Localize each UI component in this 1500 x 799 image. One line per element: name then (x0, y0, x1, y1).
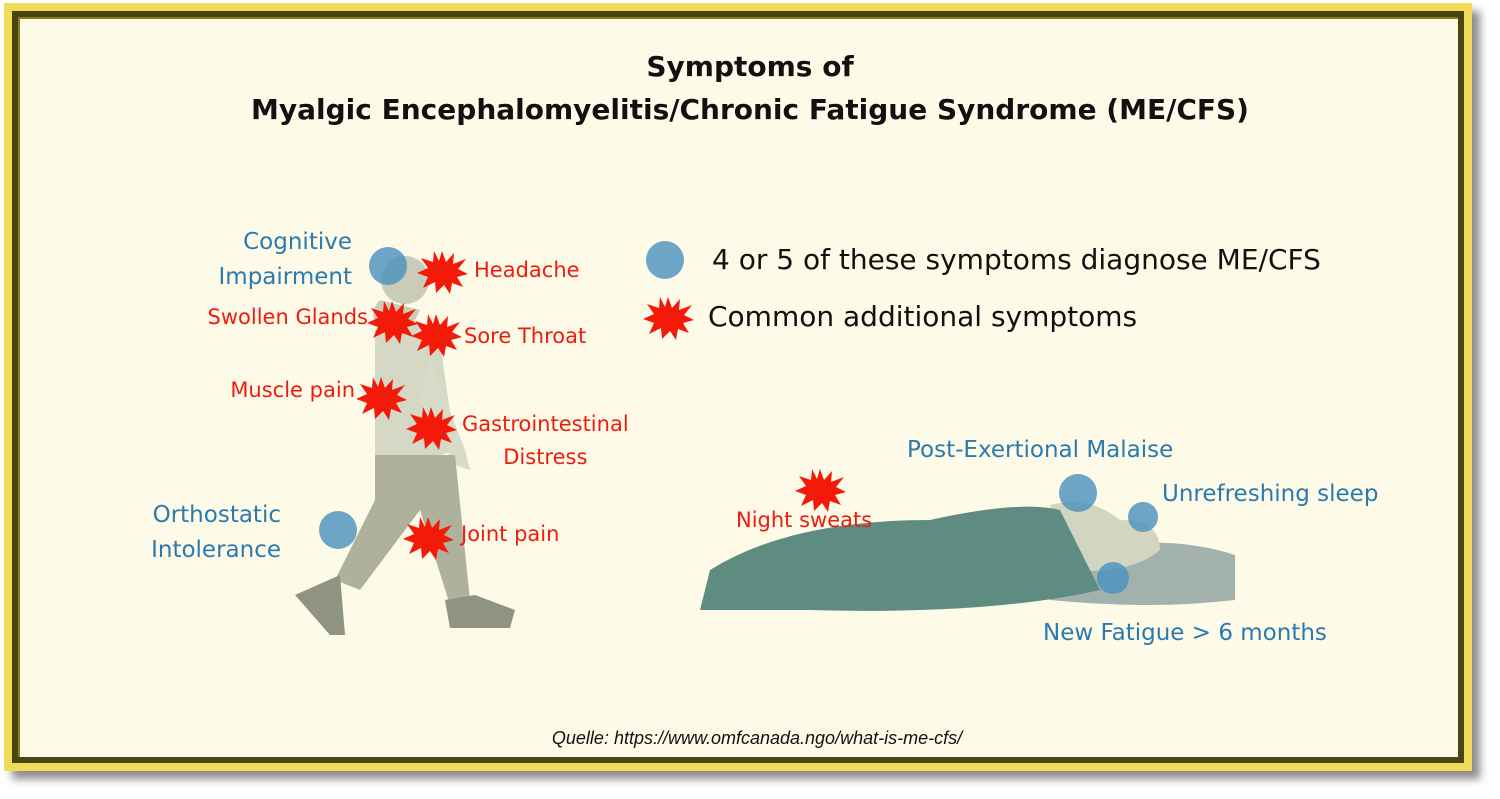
legend-diagnostic-text: 4 or 5 of these symptoms diagnose ME/CFS (712, 243, 1321, 276)
headache-label: Headache (474, 258, 580, 282)
orthostatic-label-line2: Intolerance (151, 537, 281, 563)
fatigue-label: New Fatigue > 6 months (1043, 620, 1327, 646)
joint-label: Joint pain (461, 522, 560, 546)
gi-label: Gastrointestinal Distress (462, 408, 629, 474)
glands-label: Swollen Glands (207, 305, 368, 329)
gi-label-line1: Gastrointestinal (462, 412, 629, 436)
night-label: Night sweats (736, 508, 873, 532)
pem-circle-icon (1059, 474, 1097, 512)
title-line-2: Myalgic Encephalomyelitis/Chronic Fatigu… (251, 93, 1249, 126)
fatigue-circle-icon (1097, 562, 1129, 594)
gi-star-icon (405, 405, 457, 451)
cognitive-label-line2: Impairment (218, 264, 352, 290)
orthostatic-label: Orthostatic Intolerance (151, 498, 281, 568)
infographic-panel (12, 11, 1464, 763)
throat-label: Sore Throat (464, 324, 587, 348)
sleep-circle-icon (1128, 502, 1158, 532)
title-line-1: Symptoms of (646, 50, 854, 83)
legend-additional-text: Common additional symptoms (708, 300, 1138, 333)
orthostatic-label-line1: Orthostatic (152, 502, 281, 528)
cognitive-label-line1: Cognitive (243, 229, 352, 255)
pem-label: Post-Exertional Malaise (907, 437, 1174, 463)
muscle-star-icon (355, 375, 407, 421)
legend-circle-icon (646, 241, 684, 279)
orthostatic-circle-icon (319, 511, 357, 549)
lying-person-figure (700, 502, 1235, 611)
muscle-label: Muscle pain (230, 378, 355, 402)
legend-star-icon (642, 295, 694, 341)
sleep-label: Unrefreshing sleep (1162, 481, 1379, 507)
cognitive-label: Cognitive Impairment (219, 225, 352, 295)
cognitive-circle-icon (369, 247, 407, 285)
frame-border (4, 3, 1472, 771)
throat-star-icon (410, 312, 462, 358)
joint-star-icon (402, 515, 454, 561)
gi-label-line2: Distress (503, 445, 588, 469)
source-citation: Quelle: https://www.omfcanada.ngo/what-i… (551, 728, 963, 748)
headache-star-icon (416, 249, 468, 295)
